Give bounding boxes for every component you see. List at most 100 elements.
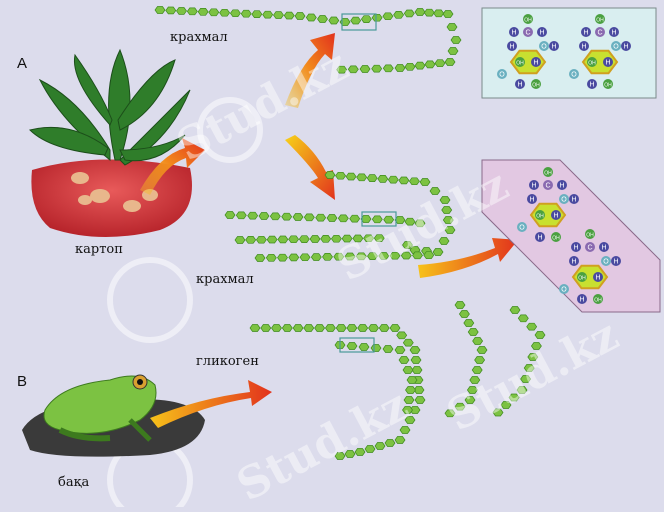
atom-hydroxyl (531, 79, 541, 89)
atom-oxygen (539, 41, 549, 51)
atom-symbol: OH (524, 18, 532, 24)
atom-oxygen (559, 194, 569, 204)
glucose-unit (447, 47, 459, 55)
atom-hydrogen (515, 79, 525, 89)
glucose-unit (277, 253, 288, 262)
glucose-unit (406, 376, 418, 384)
atom-symbol: O (541, 44, 547, 51)
glucose-unit (414, 219, 426, 228)
glucose-unit (382, 345, 394, 353)
glucose-unit (423, 8, 435, 17)
arrow-potato (140, 138, 205, 195)
glucose-unit (508, 393, 520, 402)
atom-hydroxyl (551, 232, 561, 242)
glucose-unit (412, 251, 423, 260)
glucose-unit (402, 406, 413, 414)
section-b-letter: B (17, 373, 28, 390)
atom-hydrogen (587, 79, 597, 89)
glucose-unit (526, 322, 538, 331)
glucose-unit (382, 64, 394, 73)
glucose-unit (414, 396, 426, 404)
glucose-unit (249, 324, 261, 332)
glucose-ring (529, 202, 567, 228)
atom-hydrogen (507, 41, 517, 51)
glucose-unit (463, 319, 475, 327)
glucose-unit (396, 331, 408, 340)
glucose-unit (517, 314, 529, 323)
glucose-unit (299, 253, 311, 262)
glucose-unit (371, 215, 383, 224)
atom-symbol: H (623, 44, 628, 51)
atom-symbol: H (551, 44, 556, 51)
glucose-unit (262, 10, 274, 19)
glucose-unit (399, 426, 411, 434)
glucose-unit (516, 386, 528, 394)
glucose-unit (384, 439, 396, 447)
glucose-unit (240, 9, 252, 18)
glucose-unit (186, 7, 198, 16)
glycogen-label: гликоген (196, 354, 259, 369)
glucose-unit (454, 402, 466, 411)
atom-hydroxyl (585, 229, 595, 239)
glucose-unit (377, 175, 389, 183)
atom-oxygen (601, 256, 611, 266)
glucose-unit (394, 436, 406, 444)
arrows (140, 33, 518, 428)
glucose-unit (414, 61, 426, 70)
glucose-unit (315, 213, 327, 222)
glucose-unit (378, 252, 390, 260)
glucose-unit (442, 216, 454, 224)
arrow-down (285, 135, 335, 200)
glucose-unit (367, 252, 378, 260)
glucose-unit (294, 12, 306, 20)
glucose-unit (258, 212, 270, 220)
glucose-unit (400, 251, 412, 260)
atom-symbol: H (601, 245, 606, 252)
glucose-unit (333, 252, 345, 261)
glucose-unit (382, 12, 394, 21)
glucose-unit (492, 408, 504, 417)
glucose-unit (251, 10, 263, 18)
glucose-unit (350, 16, 362, 25)
glucose-unit (402, 366, 414, 374)
atom-symbol: O (603, 259, 609, 266)
glucose-unit (322, 253, 333, 261)
glucose-unit (444, 409, 456, 418)
atom-symbol: O (519, 225, 525, 232)
glucose-unit (434, 59, 446, 68)
glucose-unit (466, 386, 478, 394)
atom-hydrogen (551, 210, 561, 220)
glucose-unit (314, 324, 326, 332)
atom-symbol: C (587, 245, 592, 252)
atom-hydroxyl (515, 57, 525, 67)
glucose-unit (429, 187, 441, 195)
glucose-unit (345, 172, 357, 181)
atom-oxygen (611, 41, 621, 51)
glucose-unit (356, 173, 368, 182)
atom-symbol: OH (544, 171, 552, 177)
atom-symbol: H (537, 235, 542, 242)
atom-symbol: H (559, 183, 564, 190)
glucose-unit (454, 301, 466, 309)
atom-hydroxyl (543, 167, 553, 177)
atom-hydroxyl (587, 57, 597, 67)
atom-carbon (543, 180, 553, 190)
glucose-unit (360, 15, 372, 23)
arrow-up (285, 33, 335, 108)
glucose-unit (467, 328, 479, 336)
glucose-unit (444, 58, 456, 66)
glucose-unit (335, 324, 347, 332)
atom-symbol: O (499, 72, 505, 79)
atom-symbol: H (589, 82, 594, 89)
glucose-unit (245, 236, 257, 244)
glucose-unit (404, 416, 416, 424)
atom-hydrogen (577, 294, 587, 304)
glucose-unit (389, 251, 401, 260)
glucose-unit (527, 353, 539, 361)
atom-hydroxyl (595, 14, 605, 24)
glucose-unit (402, 241, 413, 249)
atom-symbol: H (579, 297, 584, 304)
glucose-unit (393, 11, 405, 19)
